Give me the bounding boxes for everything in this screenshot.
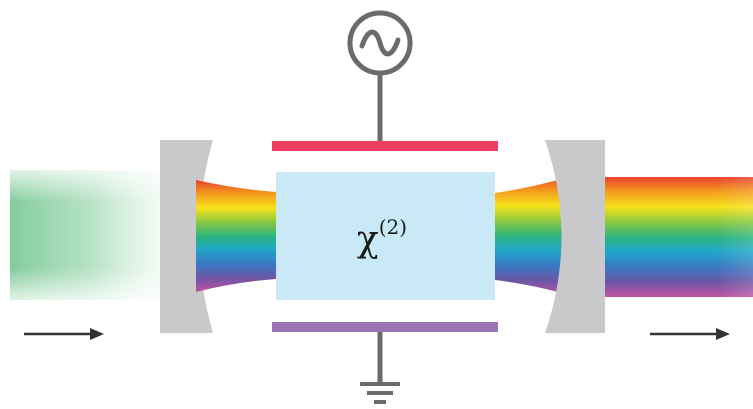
crystal-label: χ(2): [357, 215, 407, 260]
bottom-electrode: [272, 322, 498, 332]
right-spectrum-beam: [495, 176, 572, 296]
chi-superscript: (2): [379, 215, 407, 239]
top-electrode: [272, 141, 498, 151]
output-arrow-icon: [650, 328, 730, 340]
left-spectrum-beam: [196, 180, 276, 292]
nonlinear-crystal: [276, 172, 495, 300]
output-spectrum-beam: [605, 177, 753, 297]
input-arrow-icon: [24, 328, 104, 340]
ground-icon: [360, 382, 400, 404]
right-mirror: [545, 140, 605, 333]
chi-symbol: χ: [357, 219, 379, 260]
ac-voltage-source-icon: [347, 10, 413, 76]
input-beam: [10, 170, 160, 300]
